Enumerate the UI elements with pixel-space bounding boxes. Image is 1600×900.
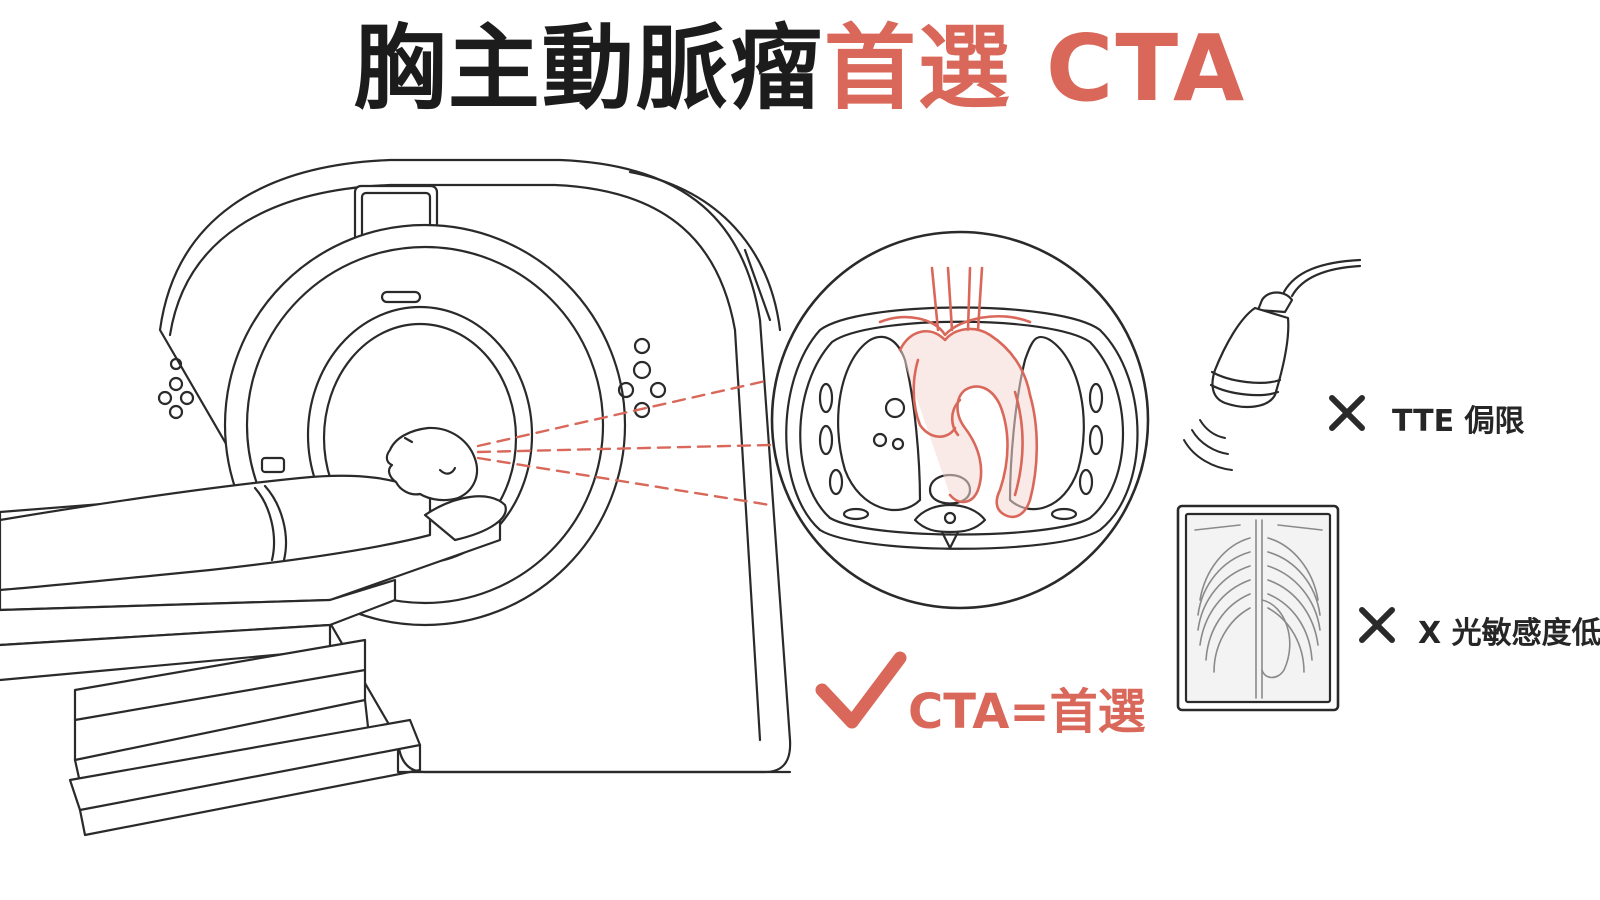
check-icon	[815, 651, 907, 729]
title-main: 胸主動脈瘤	[353, 15, 824, 122]
cross-icon	[1329, 395, 1365, 431]
page-title: 胸主動脈瘤首選 CTA	[0, 18, 1600, 119]
tte-limitation-label: TTE 侷限	[1392, 404, 1525, 439]
cross-icon	[1359, 607, 1395, 643]
patient-icon	[0, 426, 507, 837]
aorta-highlight	[878, 266, 1039, 519]
title-accent: 首選 CTA	[823, 15, 1247, 122]
ultrasound-probe-icon	[1183, 258, 1362, 471]
scan-lines	[476, 378, 772, 507]
cta-first-choice-label: CTA=首選	[908, 684, 1146, 740]
chest-xray-icon	[1176, 504, 1340, 712]
xray-low-sensitivity-label: X 光敏感度低	[1418, 616, 1600, 651]
